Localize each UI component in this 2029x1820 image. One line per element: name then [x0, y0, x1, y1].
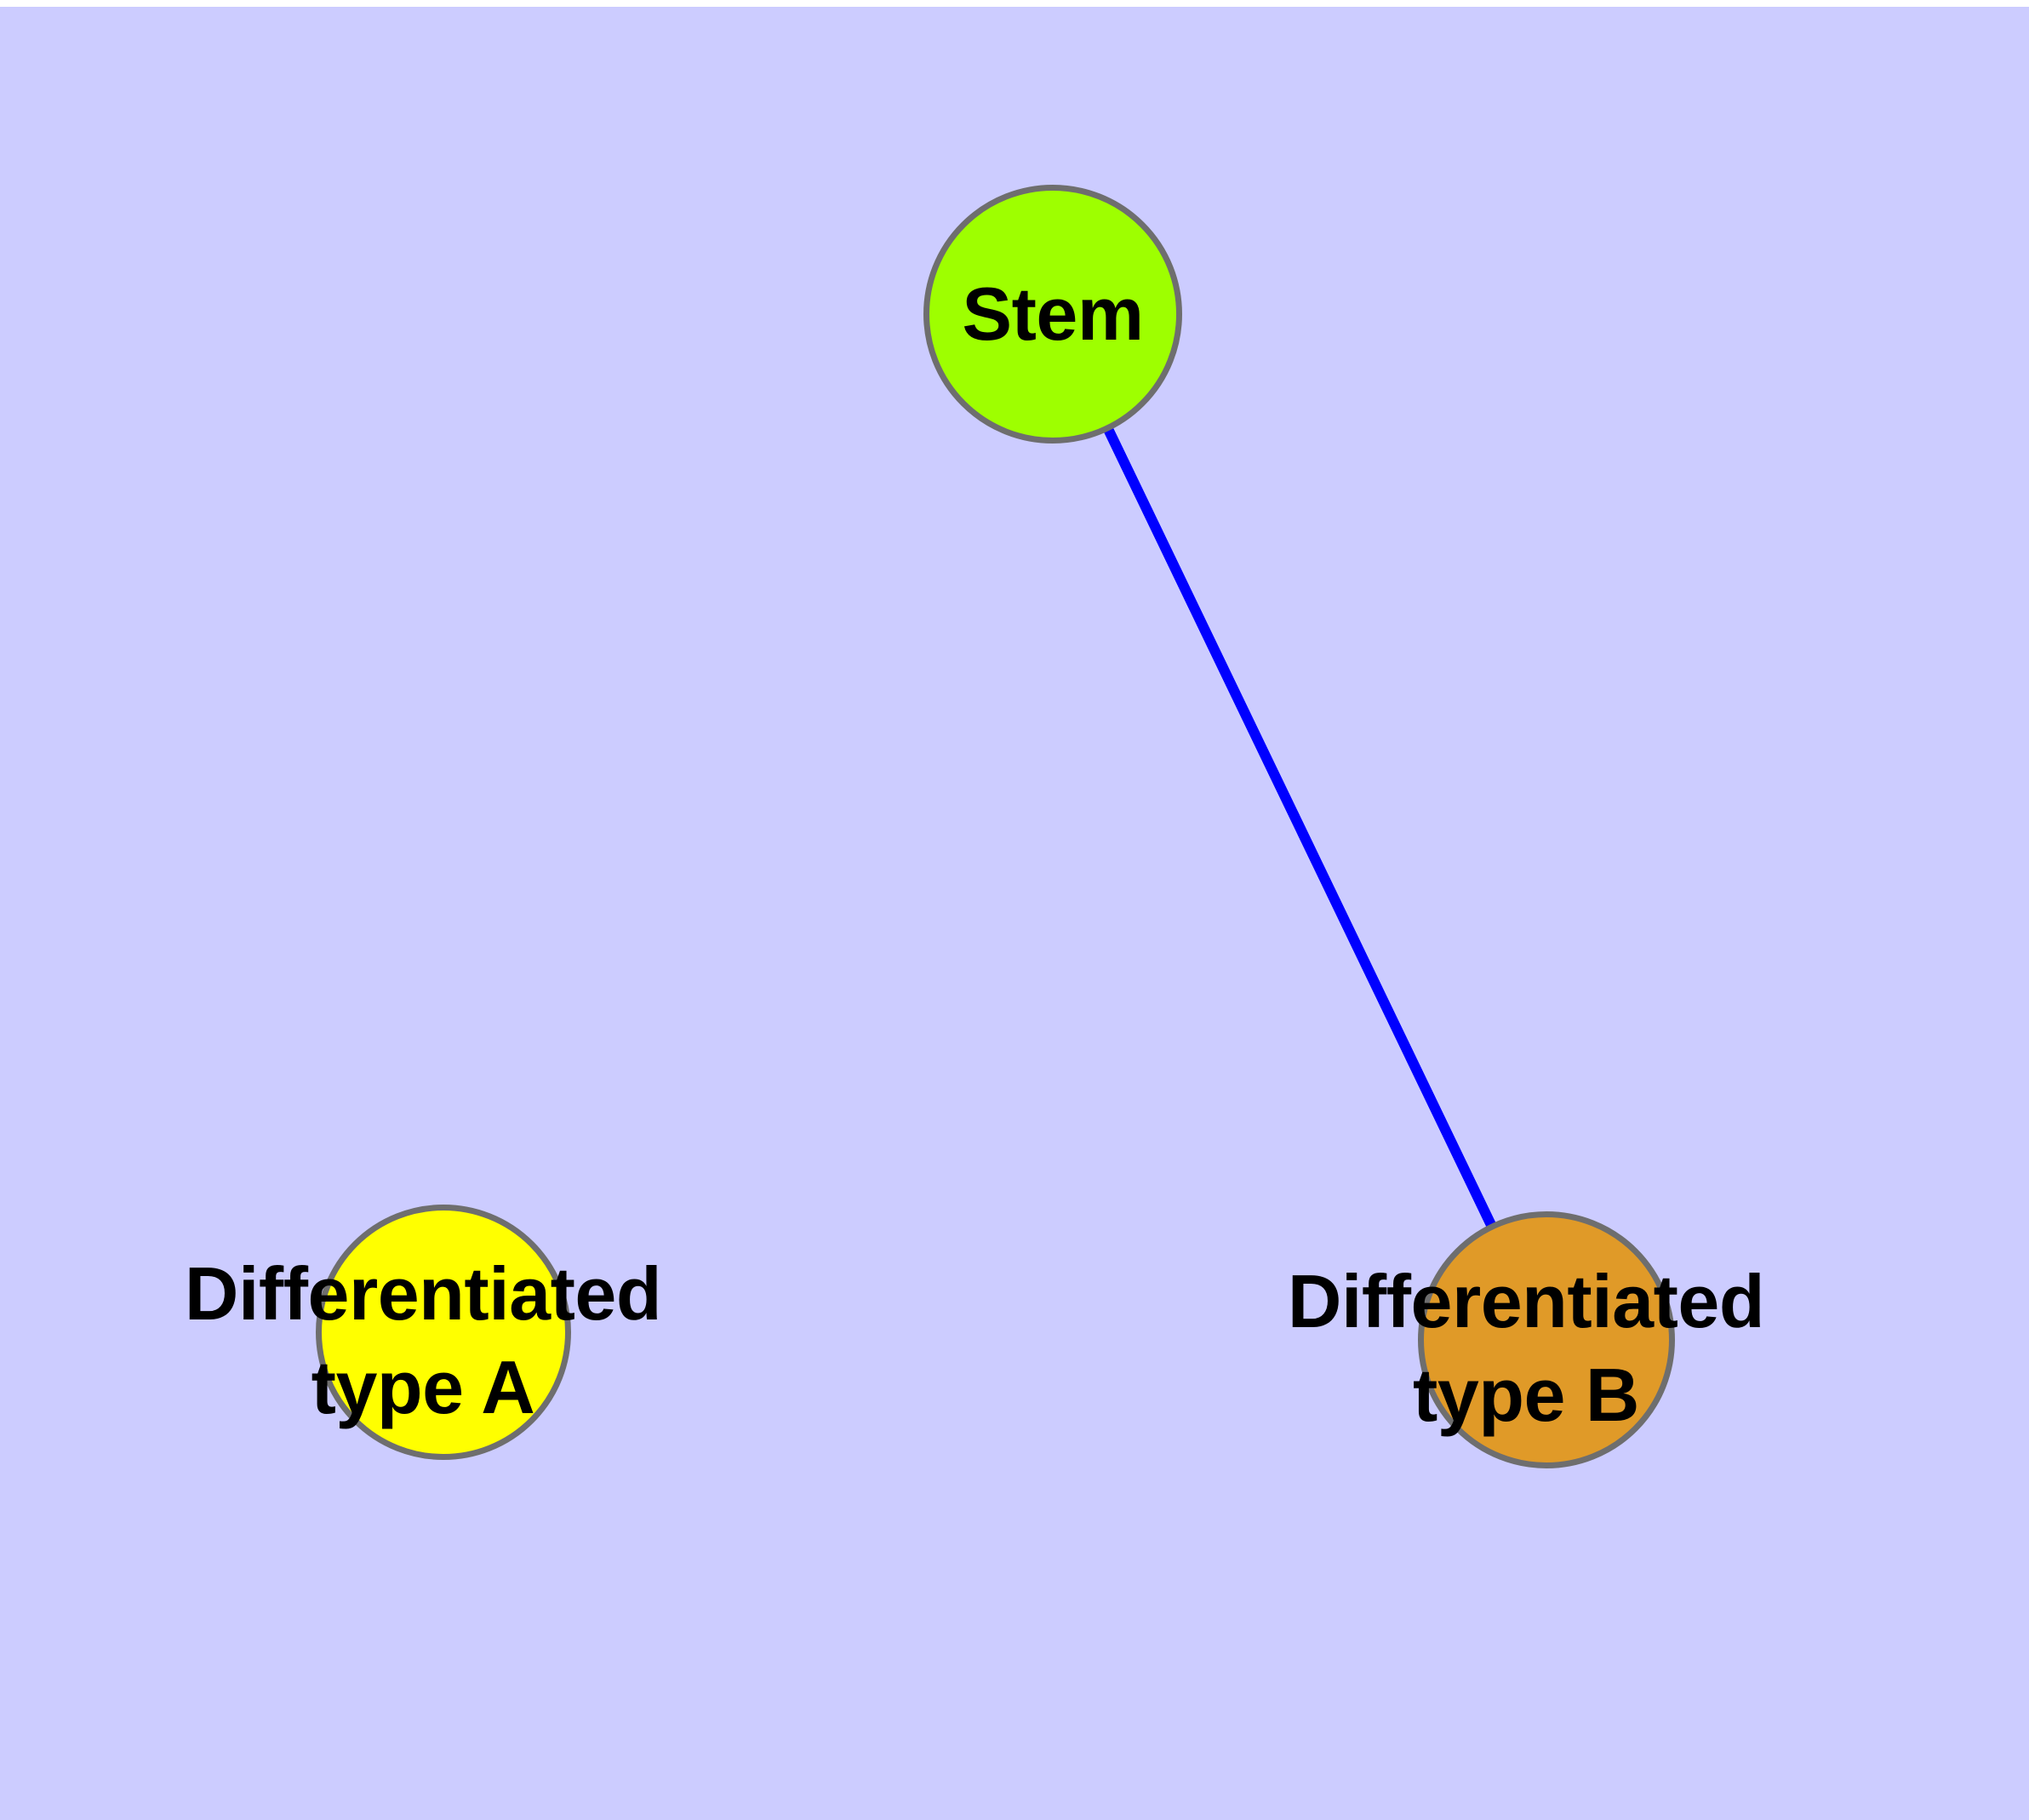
node-circle-differentiated-type-a[interactable]	[316, 1205, 571, 1460]
node-circle-differentiated-type-b[interactable]	[1418, 1211, 1675, 1468]
node-circle-stem[interactable]	[923, 185, 1182, 444]
edge-stem-to-diff-b	[1048, 312, 1552, 1342]
node-layer	[316, 185, 1675, 1468]
edge-layer	[1048, 312, 1552, 1342]
